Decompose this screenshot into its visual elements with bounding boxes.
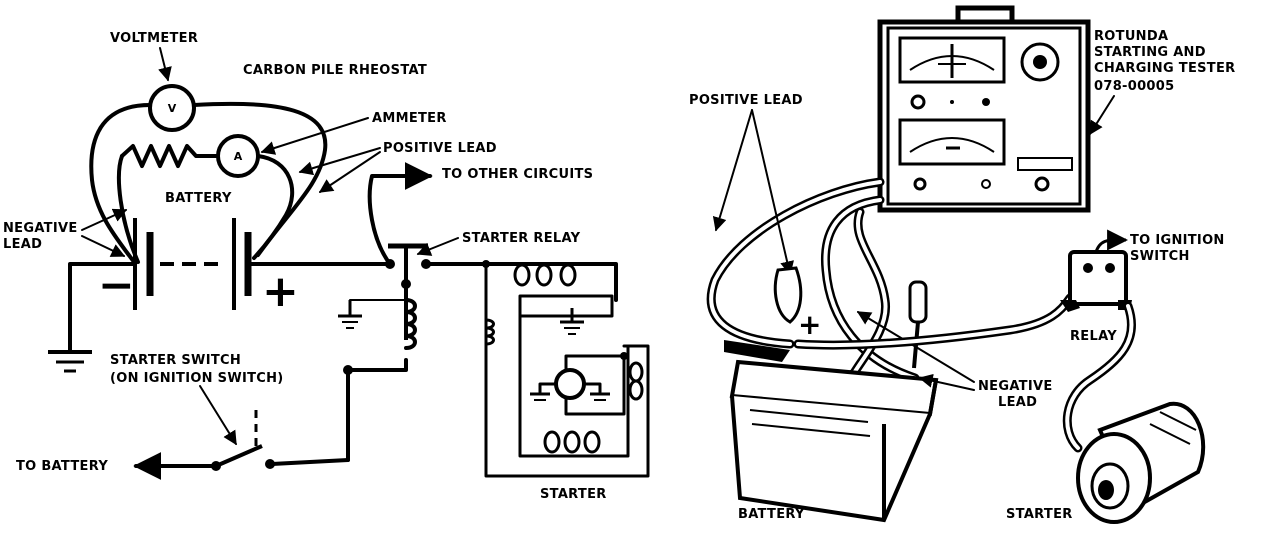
carbon-pile-rheostat <box>120 144 218 168</box>
relay-pictorial <box>1060 250 1132 312</box>
tester-part-number: 078-00005 <box>1094 79 1174 94</box>
positive-lead-pointer-right-2 <box>751 109 794 276</box>
positive-lead-label-right: POSITIVE LEAD <box>689 93 803 108</box>
starter-switch-label-line2: (ON IGNITION SWITCH) <box>110 371 284 386</box>
positive-lead-pointer-2 <box>318 151 381 193</box>
ammeter-label: AMMETER <box>372 111 447 126</box>
battery-positive-sign: + <box>262 266 299 317</box>
ground-symbol-relay <box>338 300 362 329</box>
positive-lead-pointer-right-1 <box>712 109 753 232</box>
brush-right <box>582 382 602 394</box>
starter-switch <box>211 410 350 471</box>
tester-control-1 <box>910 94 926 110</box>
schematic-diagram: V VOLTMETER CARBON PILE RHEOSTAT A AMMET… <box>3 31 650 502</box>
voltmeter-symbol: V <box>168 102 177 115</box>
pictorial-diagram: ROTUNDA STARTING AND CHARGING TESTER 078… <box>689 5 1235 524</box>
negative-lead-label-right-line1: NEGATIVE <box>978 379 1053 394</box>
battery-ground-wire <box>68 262 137 352</box>
series-field-coils-top <box>513 263 577 287</box>
tester-unit <box>877 5 1091 213</box>
ground-symbol-starter-top <box>560 308 584 335</box>
junction-dot-2 <box>343 365 353 375</box>
voltmeter-positive-loop <box>192 101 328 257</box>
voltmeter: V <box>148 84 196 132</box>
to-other-circuits-wire <box>367 162 433 266</box>
relay-coil-switch-wire <box>346 358 408 462</box>
tester-handle <box>955 5 1015 22</box>
voltmeter-pointer <box>158 47 172 82</box>
battery-label-left: BATTERY <box>165 191 232 206</box>
tester-pointer <box>1089 95 1115 136</box>
battery-pictorial <box>729 359 939 523</box>
tester-name-line3: CHARGING TESTER <box>1094 61 1235 76</box>
ground-symbol-battery <box>48 350 92 373</box>
negative-lead-label-left-line2: LEAD <box>3 237 42 252</box>
ground-symbol-brush-right <box>590 392 610 401</box>
field-coils-bottom <box>543 430 601 454</box>
inductive-probe <box>908 280 928 369</box>
to-ignition-switch-line1: TO IGNITION <box>1130 233 1225 248</box>
field-coils-right <box>628 361 644 401</box>
battery-label-right: BATTERY <box>738 507 805 522</box>
relay-coil <box>404 298 417 350</box>
starter-switch-contact <box>518 294 614 318</box>
positive-lead-pointer-1 <box>298 147 381 176</box>
tester-name-line2: STARTING AND <box>1094 45 1206 60</box>
negative-lead-label-right-line2: LEAD <box>998 395 1037 410</box>
starter-relay-label: STARTER RELAY <box>462 231 581 246</box>
to-ignition-switch-line2: SWITCH <box>1130 249 1190 264</box>
rheostat-lead <box>116 154 140 264</box>
voltmeter-negative-loop <box>89 103 152 264</box>
junction-dot-4 <box>620 352 628 360</box>
negative-lead-pointer-2 <box>81 235 126 257</box>
negative-lead-pointer-right-2 <box>918 373 975 391</box>
tester-ammeter-dial <box>898 118 1006 166</box>
ammeter: A <box>216 134 260 178</box>
relay-label: RELAY <box>1070 329 1117 344</box>
battery-symbol <box>133 218 252 310</box>
negative-lead-label-left-line1: NEGATIVE <box>3 221 78 236</box>
battery-plus-right: + <box>798 308 821 341</box>
positive-lead-label-left: POSITIVE LEAD <box>383 141 497 156</box>
starter-motor-pictorial <box>1076 401 1206 524</box>
negative-lead-pointer-1 <box>81 208 128 231</box>
starter-relay-pointer <box>416 237 459 256</box>
starter-label-left: STARTER <box>540 487 607 502</box>
to-other-circuits-label: TO OTHER CIRCUITS <box>442 167 593 182</box>
positive-clamp <box>724 266 803 362</box>
ammeter-lead <box>252 154 295 260</box>
negative-lead-pointer-right-1 <box>856 311 975 383</box>
ammeter-symbol: A <box>234 150 243 163</box>
to-battery-label: TO BATTERY <box>16 459 108 474</box>
starter-switch-label-line1: STARTER SWITCH <box>110 353 241 368</box>
voltmeter-label: VOLTMETER <box>110 31 198 46</box>
tester-name-line1: ROTUNDA <box>1094 29 1168 44</box>
ammeter-pointer <box>260 117 369 155</box>
ground-symbol-brush-left <box>530 392 550 401</box>
starter-switch-pointer <box>199 385 237 446</box>
starter-label-right: STARTER <box>1006 507 1073 522</box>
rheostat-label: CARBON PILE RHEOSTAT <box>243 63 427 78</box>
shunt-coil-left <box>484 318 495 346</box>
armature <box>554 368 586 400</box>
battery-negative-sign: − <box>98 260 135 311</box>
brush-left <box>538 382 558 394</box>
starter-frame-loop <box>484 262 650 478</box>
starter-inner-loop <box>518 314 630 458</box>
